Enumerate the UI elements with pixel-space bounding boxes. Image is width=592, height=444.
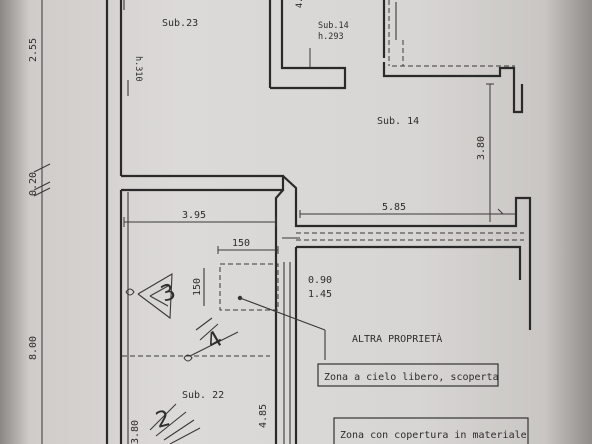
label-sub22: Sub. 22 (182, 390, 224, 401)
dimension-3-95-line (123, 217, 277, 227)
label-150-h: 150 (232, 238, 250, 249)
label-sub23: Sub.23 (162, 18, 198, 29)
legend-covered-text: Zona con copertura in materiale (340, 430, 527, 441)
label-altra-proprieta: ALTRA PROPRIETÀ (352, 332, 442, 345)
label-4-2: 4.2 (295, 0, 305, 8)
label-sub14-small: Sub.14 (318, 21, 349, 31)
label-8-00: 8.00 (28, 336, 39, 360)
label-2-55: 2.55 (28, 38, 39, 62)
outer-left-wall (105, 0, 123, 444)
sub14-recess (382, 0, 524, 114)
legend-covered-box (333, 417, 529, 444)
legend-open-text: Zona a cielo libero, scoperta (324, 372, 499, 383)
label-3-80-left: 3.80 (130, 420, 141, 444)
left-dimension-line (33, 0, 51, 444)
label-5-85: 5.85 (382, 202, 406, 213)
label-sub14-height: h.293 (318, 32, 344, 42)
label-4-85: 4.85 (258, 404, 269, 428)
label-150-v: 150 (192, 278, 203, 296)
stair-number-4: 4 (203, 327, 228, 356)
dimension-5-85-line (299, 208, 516, 218)
stair-number-2: 2 (153, 406, 173, 434)
stair-box (203, 263, 326, 360)
label-3-80-right: 3.80 (476, 136, 487, 160)
label-h310: h.310 (133, 56, 143, 82)
sub22-room-walls (122, 192, 270, 444)
label-0-20: 0.20 (28, 172, 39, 196)
label-1-45: 1.45 (308, 289, 332, 300)
corridor-walls (274, 175, 532, 444)
sub23-room-walls (121, 0, 347, 192)
stair-sketch (125, 273, 239, 444)
label-0-90: 0.90 (308, 275, 332, 286)
label-3-95: 3.95 (182, 210, 206, 221)
dimension-150-line (217, 246, 279, 254)
label-sub14-main: Sub. 14 (377, 116, 419, 127)
legend-open-box (317, 363, 499, 387)
stair-number-3: 3 (158, 279, 180, 307)
dimension-3-80-right-line (486, 83, 494, 222)
